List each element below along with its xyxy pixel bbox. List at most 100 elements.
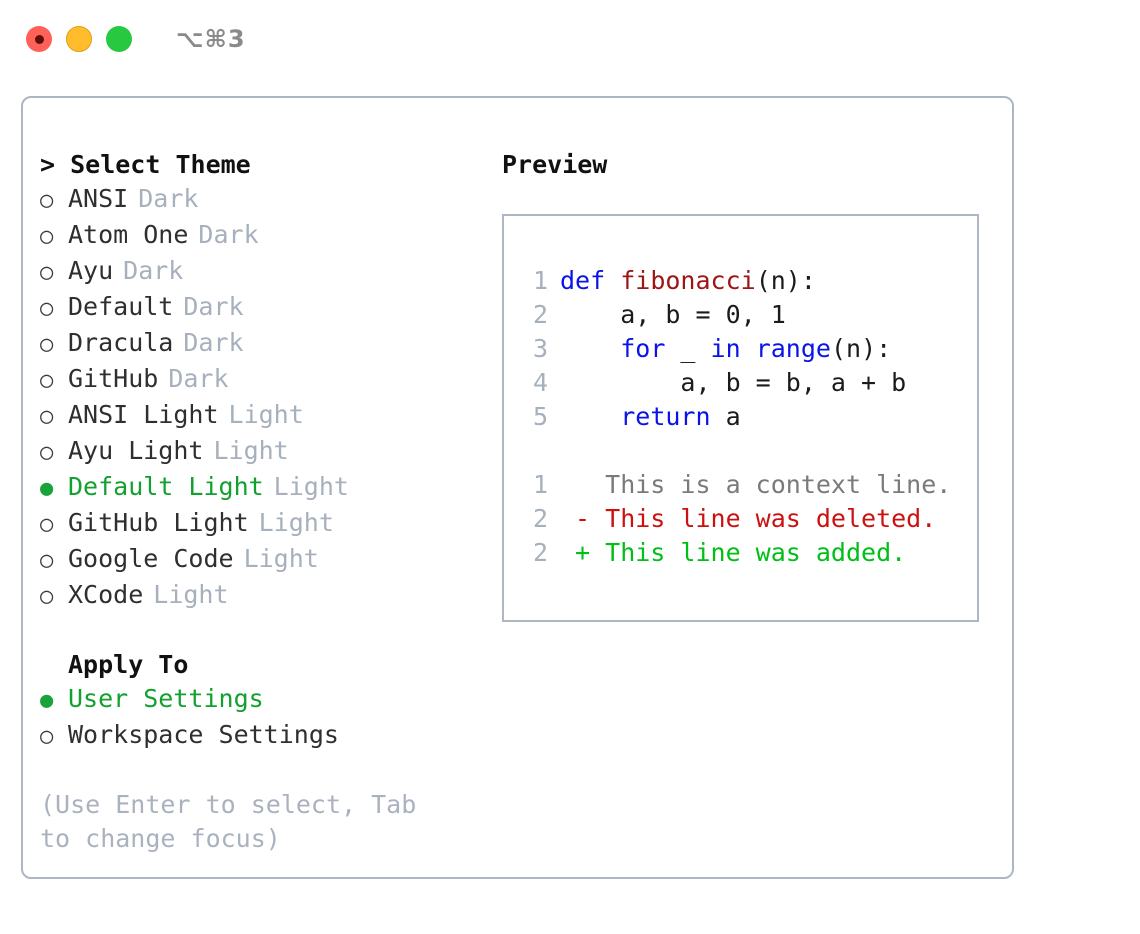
radio-unselected-icon: ○ [40,440,54,465]
close-button-icon[interactable] [26,26,52,52]
line-number: 2 [532,504,548,533]
code-line: 1 def fibonacci(n): [520,264,977,298]
code-token: (n): [830,334,892,363]
code-line-text: for _ in range(n): [560,332,891,366]
radio-selected-icon: ● [40,688,54,713]
theme-option-label: Google Code [68,544,234,573]
theme-option-variant: Dark [183,292,244,321]
theme-option-variant: Light [153,580,229,609]
radio-unselected-icon: ○ [40,332,54,357]
radio-unselected-icon: ○ [40,404,54,429]
window-controls [26,26,132,52]
apply-to-option-row[interactable]: ○ Workspace Settings [40,718,490,754]
theme-option-label: Atom One [68,220,189,249]
theme-option-variant: Light [228,400,304,429]
minimize-button-icon[interactable] [66,26,92,52]
select-theme-header: > Select Theme [40,150,251,179]
code-diff-separator [520,434,977,468]
code-line-text: a, b = b, a + b [560,366,906,400]
apply-to-list: ● User Settings ○ Workspace Settings [40,682,490,754]
radio-unselected-icon: ○ [40,584,54,609]
code-token: a, b = 0, 1 [560,300,786,329]
theme-option-label: GitHub [68,364,159,393]
theme-option-row[interactable]: ○ Ayu Light Light [40,434,490,470]
code-token: range [755,334,831,363]
apply-to-option-row[interactable]: ● User Settings [40,682,490,718]
theme-option-label: ANSI [68,184,129,213]
theme-option-variant: Light [258,508,334,537]
code-token: return [620,402,711,431]
code-token: a, b = b, a + b [560,368,907,397]
code-line-text: return a [560,400,741,434]
code-token: + This line was added. [560,538,907,567]
theme-option-row[interactable]: ○ GitHub Dark [40,362,490,398]
code-line-text: def fibonacci(n): [560,264,816,298]
radio-unselected-icon: ○ [40,224,54,249]
theme-option-label: Ayu Light [68,436,204,465]
code-token: in [710,334,741,363]
apply-to-option-label: Workspace Settings [68,720,339,749]
code-line: 5 return a [520,400,977,434]
title-bar: ⌥⌘3 [0,0,1140,78]
code-token: for [620,334,666,363]
code-token: This is a context line. [560,470,952,499]
code-line: 4 a, b = b, a + b [520,366,977,400]
code-line: 3 for _ in range(n): [520,332,977,366]
theme-option-row[interactable]: ○ Google Code Light [40,542,490,578]
code-token [560,334,620,363]
list-spacer [40,614,490,648]
keyboard-hint-text: (Use Enter to select, Tab to change focu… [40,790,432,853]
theme-option-label: Ayu [68,256,114,285]
diff-sample: 1 This is a context line.2 - This line w… [520,468,977,570]
radio-unselected-icon: ○ [40,260,54,285]
theme-option-row[interactable]: ○ Atom One Dark [40,218,490,254]
line-number: 3 [532,334,548,363]
code-line-text: - This line was deleted. [560,502,936,536]
line-number: 4 [532,368,548,397]
theme-option-row[interactable]: ○ Default Dark [40,290,490,326]
code-token: a [710,402,741,431]
code-token: fibonacci [620,266,756,295]
code-line: 2 a, b = 0, 1 [520,298,977,332]
line-number: 1 [532,266,548,295]
radio-unselected-icon: ○ [40,724,54,749]
diff-line: 2 - This line was deleted. [520,502,977,536]
zoom-button-icon[interactable] [106,26,132,52]
theme-option-variant: Light [243,544,319,573]
theme-option-variant: Dark [168,364,229,393]
code-token: (n): [755,266,816,295]
diff-line: 1 This is a context line. [520,468,977,502]
theme-option-variant: Light [273,472,349,501]
radio-unselected-icon: ○ [40,368,54,393]
theme-option-variant: Dark [138,184,199,213]
keyboard-shortcut-label: ⌥⌘3 [176,25,246,53]
theme-option-label: Default [68,292,174,321]
radio-unselected-icon: ○ [40,512,54,537]
close-inner-dot [34,34,44,44]
line-number: 5 [532,402,548,431]
preview-header: Preview [502,150,608,179]
code-token [560,402,620,431]
radio-unselected-icon: ○ [40,296,54,321]
radio-unselected-icon: ○ [40,548,54,573]
apply-to-header: Apply To [68,650,189,679]
apply-to-option-label: User Settings [68,684,264,713]
line-number: 2 [532,538,548,567]
theme-option-variant: Light [213,436,289,465]
theme-option-variant: Dark [198,220,259,249]
